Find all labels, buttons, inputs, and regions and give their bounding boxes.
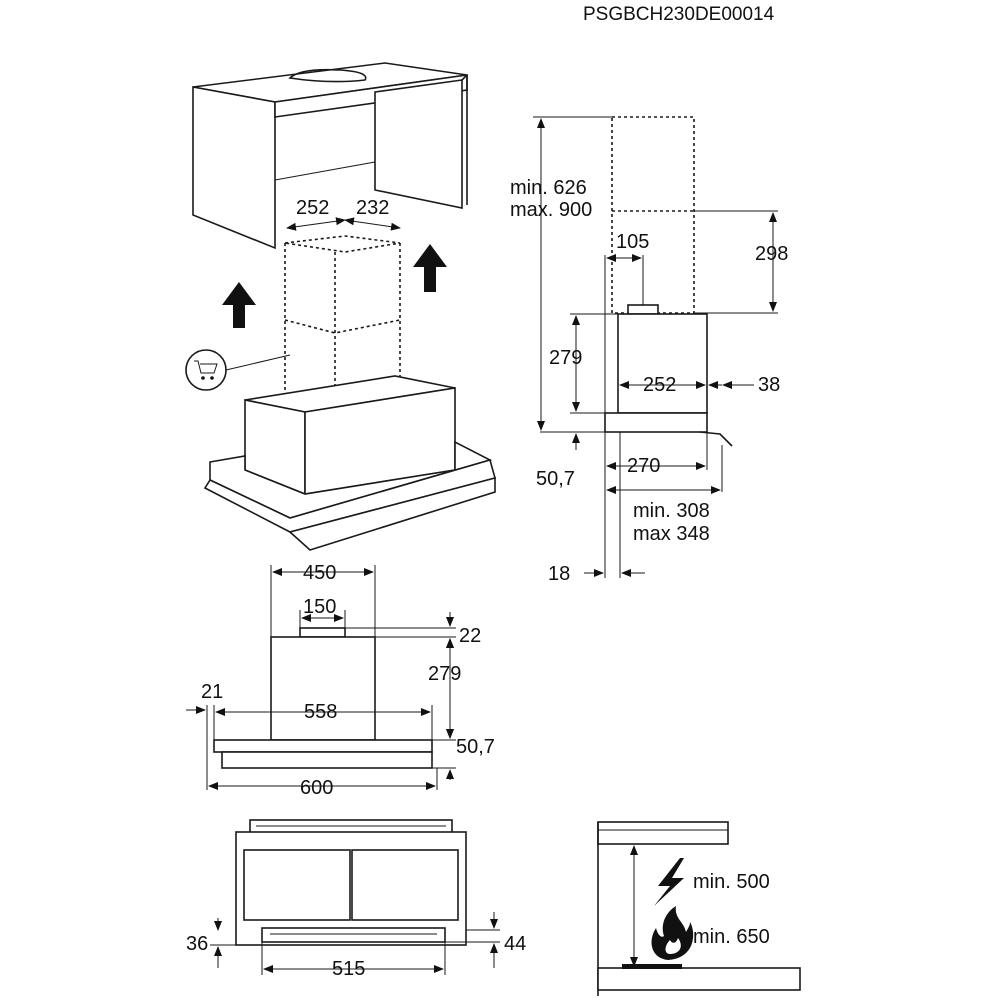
side-front-offset: 38 xyxy=(758,374,780,396)
shopping-cart-icon xyxy=(185,349,227,391)
side-chimney-top: 298 xyxy=(755,243,788,265)
front-total-width: 600 xyxy=(300,777,333,799)
arrow-up-icon xyxy=(413,244,447,292)
hood-body xyxy=(203,375,496,551)
iso-width-left: 252 xyxy=(296,197,329,219)
side-height-min: min. 626 xyxy=(510,177,587,199)
side-spigot-offset: 105 xyxy=(616,231,649,253)
bottom-left-offset: 36 xyxy=(186,933,208,955)
side-base-depth: 270 xyxy=(627,455,660,477)
front-spigot-height: 22 xyxy=(459,625,481,647)
flame-icon xyxy=(651,906,694,960)
arrow-up-icon xyxy=(222,282,256,328)
bottom-view: 36 515 44 xyxy=(186,819,526,980)
electric-icon xyxy=(654,858,684,906)
front-spigot-width: 150 xyxy=(303,596,336,618)
side-body-depth: 252 xyxy=(643,374,676,396)
front-side-offset: 21 xyxy=(201,681,223,703)
safety-distance-view: min. 500 min. 650 xyxy=(597,821,801,996)
front-inner-width: 558 xyxy=(304,701,337,723)
cabinet xyxy=(192,62,468,250)
side-base-height: 50,7 xyxy=(536,468,575,490)
front-view: 450 150 22 279 21 558 50,7 600 xyxy=(186,562,495,799)
side-height-max: max. 900 xyxy=(510,199,592,221)
bottom-filter-width: 515 xyxy=(332,958,365,980)
isometric-view: 252 232 xyxy=(185,62,496,551)
iso-width-right: 232 xyxy=(356,197,389,219)
side-depth-min: min. 308 xyxy=(633,500,710,522)
safety-electric-min: min. 500 xyxy=(693,871,770,893)
front-base-height: 50,7 xyxy=(456,736,495,758)
side-wall-gap: 18 xyxy=(548,563,570,585)
document-code: PSGBCH230DE00014 xyxy=(583,4,775,25)
bottom-right-offset: 44 xyxy=(504,933,526,955)
side-view: min. 626 max. 900 298 105 279 252 38 50,… xyxy=(510,116,788,585)
safety-gas-min: min. 650 xyxy=(693,926,770,948)
front-body-height: 279 xyxy=(428,663,461,685)
side-depth-max: max 348 xyxy=(633,523,710,545)
side-body-height: 279 xyxy=(549,347,582,369)
front-chimney-width: 450 xyxy=(303,562,336,584)
chimney-dotted xyxy=(284,235,401,405)
